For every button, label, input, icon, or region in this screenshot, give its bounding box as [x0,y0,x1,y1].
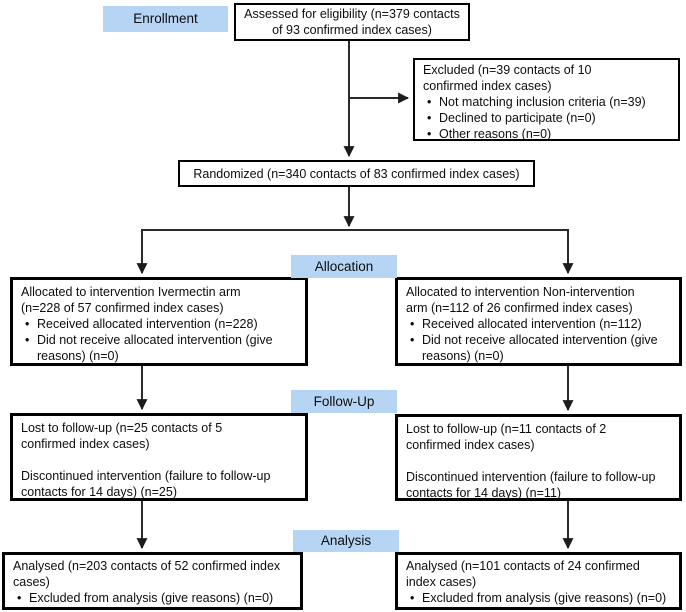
analysed-title: Analysed (n=101 contacts of 24 confirmed… [406,559,640,589]
allocation-nonintervention-bullet-list: Received allocated intervention (n=112) … [406,316,671,364]
followup-nonintervention-box: Lost to follow-up (n=11 contacts of 2 co… [395,414,682,501]
excluded-bullet-list: Not matching inclusion criteria (n=39) D… [423,94,670,142]
excluded-bullet: Not matching inclusion criteria (n=39) [423,94,670,110]
excluded-title: Excluded (n=39 contacts of 10 confirmed … [423,63,592,93]
analysed-title: Analysed (n=203 contacts of 52 confirmed… [13,559,281,589]
discontinued-text: Discontinued intervention (failure to fo… [21,469,271,499]
stage-label-analysis: Analysis [293,530,399,552]
assessed-text: Assessed for eligibility (n=379 contacts… [244,7,460,37]
stage-label-enrollment: Enrollment [103,6,228,32]
randomized-box: Randomized (n=340 contacts of 83 confirm… [178,160,535,187]
stage-label-followup: Follow-Up [291,390,397,413]
allocation-ivermectin-title: Allocated to intervention Ivermectin arm… [21,285,241,315]
stage-label-allocation: Allocation [291,255,397,278]
followup-ivermectin-box: Lost to follow-up (n=25 contacts of 5 co… [10,413,308,501]
allocation-nonintervention-box: Allocated to intervention Non-interventi… [395,277,682,366]
analysis-bullet: Excluded from analysis (give reasons) (n… [406,590,671,606]
allocation-nonintervention-title: Allocated to intervention Non-interventi… [406,285,635,315]
allocation-ivermectin-box: Allocated to intervention Ivermectin arm… [10,277,308,366]
analysis-bullet-list: Excluded from analysis (give reasons) (n… [406,590,671,606]
excluded-box: Excluded (n=39 contacts of 10 confirmed … [413,58,680,142]
allocation-bullet: Received allocated intervention (n=228) [21,316,297,332]
allocation-bullet: Did not receive allocated intervention (… [406,332,671,364]
discontinued-text: Discontinued intervention (failure to fo… [406,470,656,500]
excluded-bullet: Other reasons (n=0) [423,126,670,142]
excluded-bullet: Declined to participate (n=0) [423,110,670,126]
allocation-bullet: Received allocated intervention (n=112) [406,316,671,332]
allocation-ivermectin-bullet-list: Received allocated intervention (n=228) … [21,316,297,364]
randomized-text: Randomized (n=340 contacts of 83 confirm… [193,166,520,181]
allocation-bullet: Did not receive allocated intervention (… [21,332,297,364]
analysis-bullet-list: Excluded from analysis (give reasons) (n… [13,590,292,606]
lost-to-followup-text: Lost to follow-up (n=25 contacts of 5 co… [21,421,223,451]
analysis-bullet: Excluded from analysis (give reasons) (n… [13,590,292,606]
analysis-nonintervention-box: Analysed (n=101 contacts of 24 confirmed… [395,552,682,610]
analysis-ivermectin-box: Analysed (n=203 contacts of 52 confirmed… [2,552,303,610]
lost-to-followup-text: Lost to follow-up (n=11 contacts of 2 co… [406,422,607,452]
assessed-for-eligibility-box: Assessed for eligibility (n=379 contacts… [234,3,470,41]
